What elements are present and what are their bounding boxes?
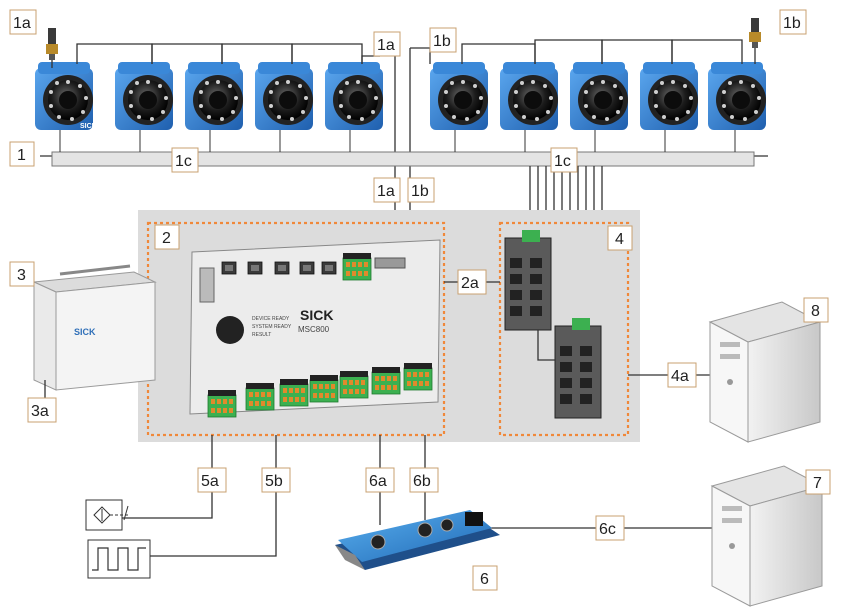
camera-8 (570, 62, 628, 130)
switch-boundary (498, 221, 630, 437)
computer-8 (709, 301, 821, 443)
camera-2 (115, 62, 173, 130)
controller-model-text: MSC800 (298, 325, 330, 334)
label-1-text: 1 (17, 147, 26, 164)
label-5a-text: 5a (201, 473, 219, 490)
label-6a-text: 6a (369, 473, 387, 490)
label-1b-top-text: 1b (783, 15, 801, 32)
label-3-text: 3 (17, 267, 26, 284)
label-6b-text: 6b (413, 473, 431, 490)
label-6a: 6a (365, 467, 395, 493)
label-3: 3 (9, 261, 35, 287)
label-1b-top: 1b (779, 9, 807, 35)
label-3a-text: 3a (31, 403, 49, 420)
label-1c-right-text: 1c (554, 153, 571, 170)
camera-6 (430, 62, 488, 130)
label-1: 1 (9, 141, 35, 167)
camera-7 (500, 62, 558, 130)
label-4: 4 (607, 225, 633, 251)
label-1a-mid-text: 1a (377, 37, 395, 54)
camera-4 (255, 62, 313, 130)
label-8: 8 (803, 297, 829, 323)
status-device-ready: DEVICE READY (252, 316, 290, 322)
label-3a: 3a (27, 397, 57, 423)
label-5b-text: 5b (265, 473, 283, 490)
network-switch-2 (554, 318, 602, 419)
proximity-sensor-icon (85, 499, 129, 531)
label-2a-text: 2a (461, 275, 479, 292)
label-2-text: 2 (162, 230, 171, 247)
label-8-text: 8 (811, 303, 820, 320)
label-1c-left-text: 1c (175, 153, 192, 170)
label-2: 2 (154, 224, 180, 250)
label-1a-mid: 1a (373, 31, 401, 57)
controller-brand-text: SICK (300, 307, 333, 323)
switch-link-wire (537, 330, 555, 361)
controller-boundary (146, 221, 446, 437)
camera-brand-labels: SICK (80, 123, 97, 130)
label-7: 7 (805, 469, 831, 495)
label-6c-text: 6c (599, 521, 616, 538)
status-system-ready: SYSTEM READY (252, 324, 292, 330)
label-1b-mid-text: 1b (433, 33, 451, 50)
connection-hub (335, 510, 500, 570)
camera-5 (325, 62, 383, 130)
cabinet-brand-text: SICK (74, 327, 96, 337)
label-1b-low-text: 1b (411, 183, 429, 200)
camera-3 (185, 62, 243, 130)
label-6-text: 6 (480, 571, 489, 588)
camera-1 (35, 62, 93, 130)
camera-group-1a (35, 62, 383, 130)
encoder-signal-icon (87, 539, 151, 579)
controller-msc800: SICK MSC800 DEVICE READY SYSTEM READY RE… (189, 239, 441, 418)
label-2a: 2a (457, 269, 487, 295)
label-1a-low: 1a (373, 177, 401, 203)
label-6b: 6b (409, 467, 439, 493)
label-4-text: 4 (615, 231, 624, 248)
camera-brand-text: SICK (80, 123, 97, 130)
network-switch-1 (504, 230, 552, 331)
control-cabinet: SICK (32, 264, 157, 398)
label-6c: 6c (595, 515, 625, 541)
camera-group-1b (430, 62, 766, 130)
label-4a-text: 4a (671, 368, 689, 385)
connector-1a-icon (46, 28, 58, 68)
label-1a-low-text: 1a (377, 183, 395, 200)
camera-10 (708, 62, 766, 130)
label-1c-right: 1c (550, 147, 578, 173)
connector-1b-icon (749, 18, 761, 64)
label-5a: 5a (197, 467, 227, 493)
label-1a-top: 1a (9, 9, 37, 35)
label-1b-low: 1b (407, 177, 435, 203)
label-1b-mid: 1b (429, 27, 457, 53)
label-1a-top-text: 1a (13, 15, 31, 32)
status-result: RESULT (252, 332, 271, 338)
label-4a: 4a (667, 362, 697, 388)
mounting-rail (40, 130, 768, 167)
label-1c-left: 1c (171, 147, 199, 173)
camera-9 (640, 62, 698, 130)
label-5b: 5b (261, 467, 291, 493)
label-7-text: 7 (813, 475, 822, 492)
label-6: 6 (472, 565, 498, 591)
